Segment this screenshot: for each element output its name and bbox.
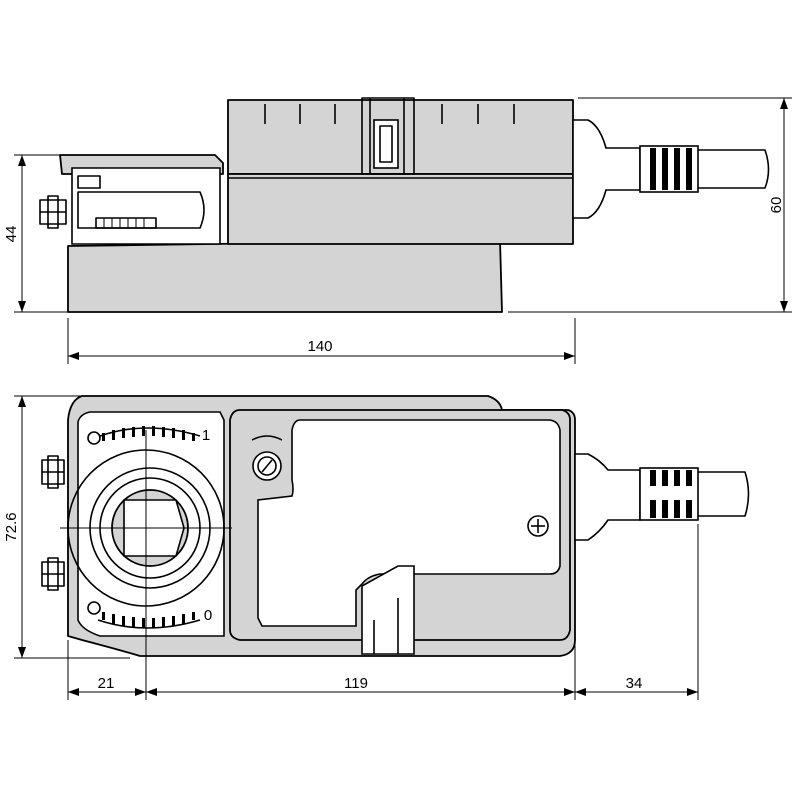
dial-scale-ticks — [97, 426, 201, 629]
side-release-button — [361, 97, 415, 175]
dim-cable-gland: 34 — [626, 675, 643, 692]
top-clamp-bolts — [41, 455, 65, 591]
dim-side-height: 44 — [3, 226, 20, 243]
top-dimensions: 72.6 21 119 34 — [3, 395, 699, 700]
top-cable — [574, 453, 750, 541]
dial-scale-min: 0 — [204, 607, 212, 624]
side-lower-housing — [227, 173, 574, 245]
top-label-panel — [257, 419, 561, 627]
dim-overall-height: 60 — [768, 197, 785, 214]
top-adjust-screw — [251, 435, 283, 481]
side-shaft-clamp — [39, 154, 224, 245]
side-view — [39, 97, 770, 313]
dial-scale-max: 1 — [202, 427, 210, 444]
top-view: 1 0 — [41, 395, 750, 700]
dim-overall-length: 140 — [307, 338, 332, 355]
dim-body-length: 119 — [344, 675, 368, 692]
top-lower-bracket — [361, 565, 415, 655]
top-ground-screw — [527, 515, 549, 537]
side-cover-vents — [264, 104, 515, 124]
dim-width: 72.6 — [3, 512, 20, 541]
side-base-block — [67, 239, 503, 313]
side-dimensions: 44 60 140 — [3, 97, 792, 364]
dim-shaft-offset: 21 — [98, 675, 115, 692]
side-top-cover — [227, 99, 574, 175]
side-cable — [572, 119, 770, 219]
